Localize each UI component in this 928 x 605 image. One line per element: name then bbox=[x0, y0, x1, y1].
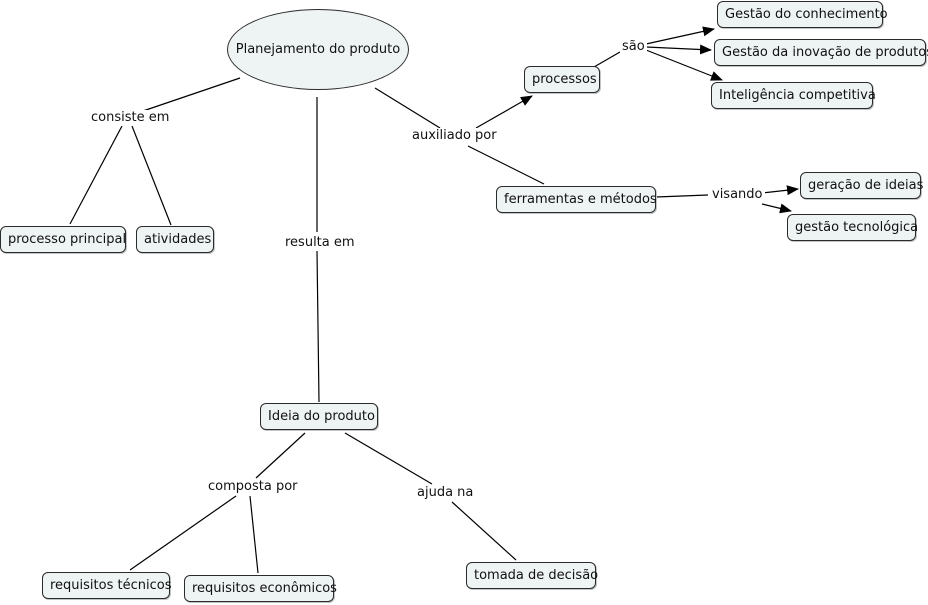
line-consiste-atividades bbox=[131, 125, 172, 226]
concept-geracao-de-ideias[interactable]: geração de ideias bbox=[800, 172, 924, 199]
concept-label: Planejamento do produto bbox=[235, 42, 401, 57]
concept-gestao-tecnologica[interactable]: gestão tecnológica bbox=[787, 214, 919, 241]
line-composta-tecnicos bbox=[129, 495, 237, 571]
link-resulta-em: resulta em bbox=[283, 235, 357, 251]
line-ferramentas-visando bbox=[655, 194, 709, 198]
line-consiste-processo bbox=[69, 125, 123, 225]
line-root-consiste bbox=[139, 77, 241, 113]
concept-processos[interactable]: processos bbox=[524, 66, 600, 93]
concept-ferramentas-e-metodos[interactable]: ferramentas e métodos bbox=[496, 186, 657, 213]
line-composta-economicos bbox=[249, 495, 259, 574]
concept-label: atividades bbox=[144, 232, 212, 247]
concept-gestao-do-conhecimento[interactable]: Gestão do conhecimento bbox=[717, 1, 888, 28]
concept-label: Gestão do conhecimento bbox=[725, 7, 888, 22]
concept-label: Gestão da inovação de produtos bbox=[722, 45, 928, 60]
link-visando: visando bbox=[710, 187, 765, 203]
concept-ideia-do-produto[interactable]: Ideia do produto bbox=[260, 403, 378, 430]
line-ideia-composta bbox=[255, 432, 306, 479]
concept-inteligencia-competitiva[interactable]: Inteligência competitiva bbox=[711, 82, 876, 109]
line-auxiliado-ferramentas bbox=[467, 145, 545, 185]
concept-processo-principal[interactable]: processo principal bbox=[0, 226, 126, 253]
concept-label: gestão tecnológica bbox=[795, 220, 919, 235]
link-sao: são bbox=[620, 39, 647, 55]
line-resulta-ideia bbox=[316, 250, 320, 403]
concept-atividades[interactable]: atividades bbox=[136, 226, 214, 253]
line-ajuda-tomada bbox=[451, 501, 517, 561]
concept-tomada-de-decisao[interactable]: tomada de decisão bbox=[466, 562, 599, 589]
line-processos-sao bbox=[593, 51, 621, 68]
concept-label: ferramentas e métodos bbox=[504, 192, 657, 207]
link-consiste-em: consiste em bbox=[89, 110, 172, 126]
link-composta-por: composta por bbox=[206, 479, 300, 495]
link-ajuda-na: ajuda na bbox=[415, 485, 476, 501]
arrow-visando-tecnologica bbox=[761, 203, 792, 214]
arrow-visando-geracao bbox=[761, 185, 799, 196]
concept-label: Inteligência competitiva bbox=[719, 88, 876, 103]
concept-label: tomada de decisão bbox=[474, 568, 599, 583]
arrow-auxiliado-processos bbox=[475, 95, 533, 129]
concept-label: Ideia do produto bbox=[268, 409, 375, 424]
arrow-sao-inovacao bbox=[645, 44, 712, 55]
concept-label: processo principal bbox=[8, 232, 127, 247]
line-ideia-ajuda bbox=[344, 432, 433, 485]
concept-label: requisitos técnicos bbox=[50, 578, 172, 593]
concept-label: processos bbox=[532, 72, 597, 87]
link-auxiliado-por: auxiliado por bbox=[410, 128, 499, 144]
concept-gestao-da-inovacao[interactable]: Gestão da inovação de produtos bbox=[714, 39, 928, 66]
concept-planejamento-do-produto[interactable]: Planejamento do produto bbox=[227, 9, 409, 90]
concept-label: requisitos econômicos bbox=[192, 581, 337, 596]
line-root-auxiliado bbox=[374, 87, 441, 129]
arrow-sao-inteligencia bbox=[645, 49, 723, 81]
concept-requisitos-economicos[interactable]: requisitos econômicos bbox=[184, 575, 337, 602]
concept-label: geração de ideias bbox=[808, 178, 924, 193]
concept-requisitos-tecnicos[interactable]: requisitos técnicos bbox=[42, 572, 172, 599]
arrow-sao-conhecimento bbox=[645, 26, 715, 45]
